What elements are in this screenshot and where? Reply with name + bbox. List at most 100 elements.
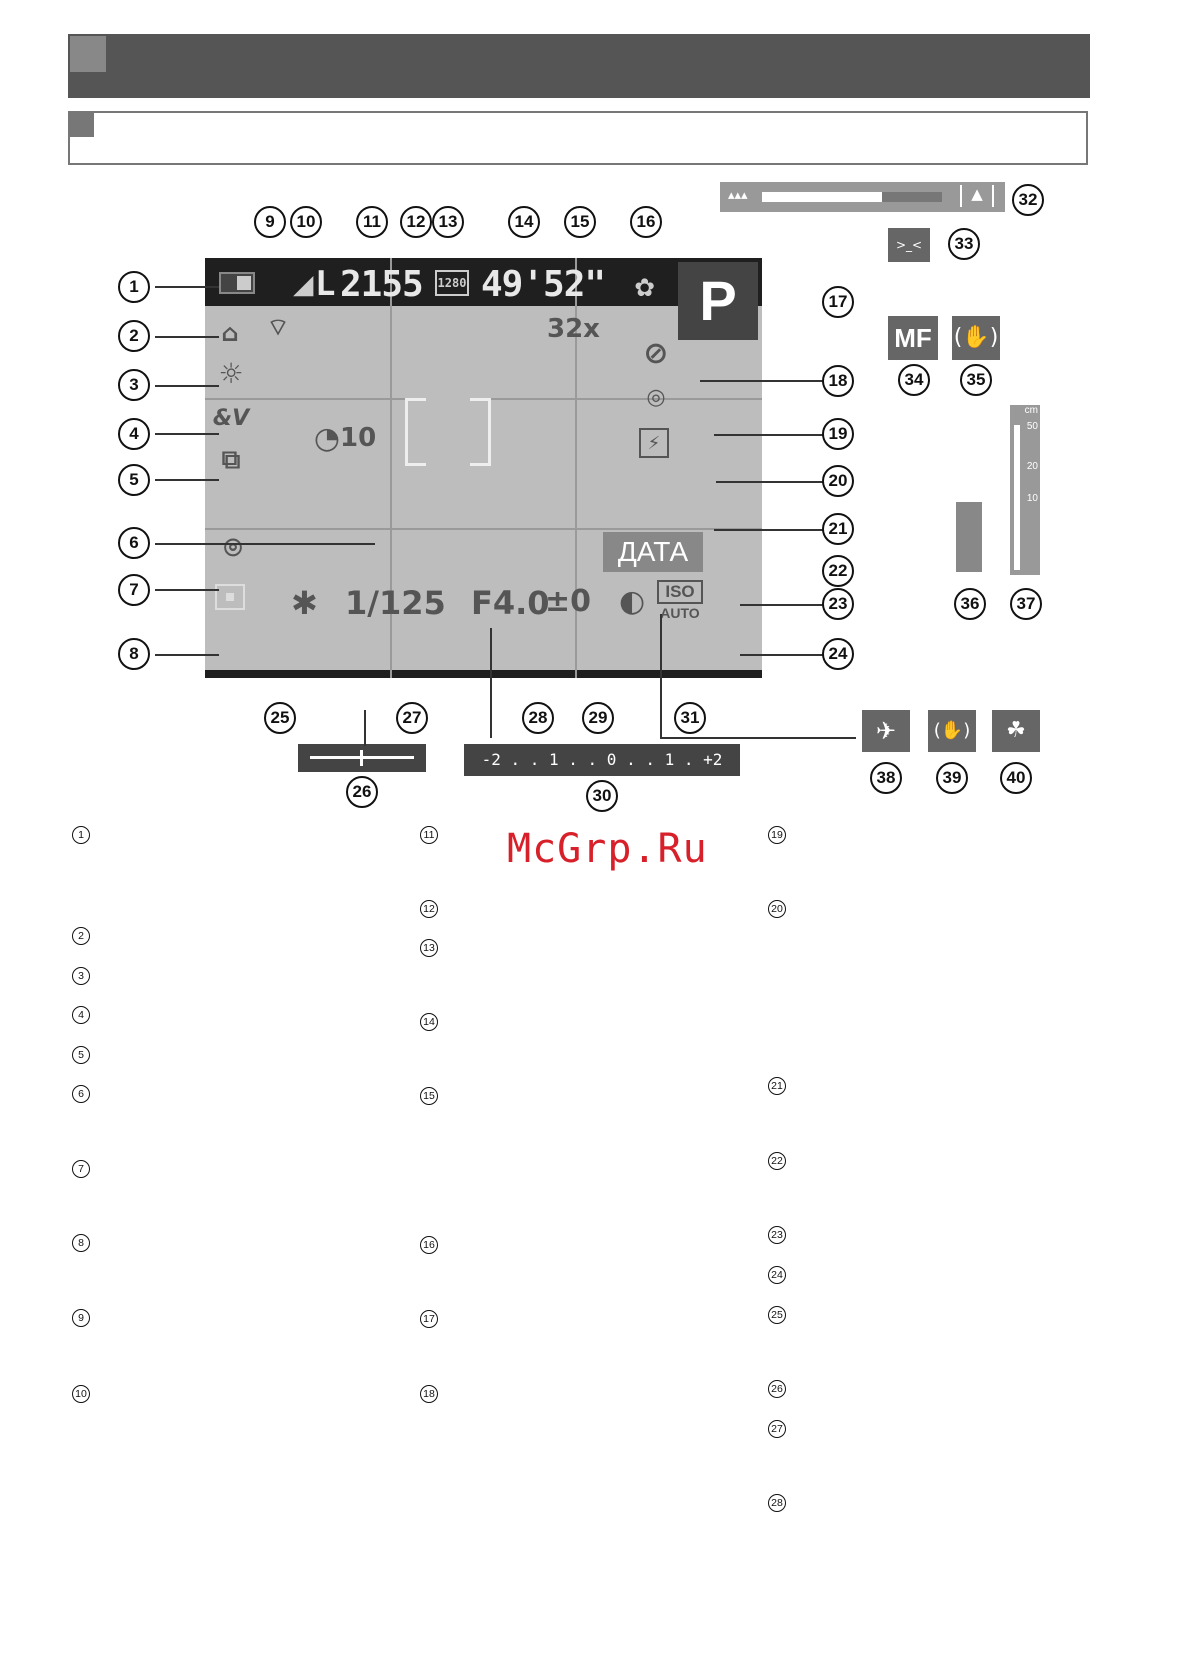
shooting-mode-icon: P [678,262,758,340]
callout-26: 26 [346,776,378,808]
callout-34: 34 [898,364,930,396]
grid-line [390,258,392,678]
callout-5: 5 [118,464,150,496]
battery-icon [219,272,255,294]
my-colors-icon: &V [212,405,250,431]
legend-marker: 2 [72,927,90,945]
callout-28: 28 [522,702,554,734]
legend-marker: 19 [768,826,786,844]
legend-marker: 15 [420,1087,438,1105]
aperture-value: F4.0 [471,584,550,622]
shutter-speed: 1/125 [345,584,446,622]
callout-2: 2 [118,320,150,352]
exposure-comp-value: ±0 [545,584,592,619]
callout-17: 17 [822,286,854,318]
zoom-bar-fill [762,192,882,202]
af-frame [405,397,491,467]
exposure-scale: -2 . . 1 . . 0 . . 1 . +2 [464,744,740,776]
zoom-bar: ▴▴▴ ▲ [720,182,1005,212]
callout-11: 11 [356,206,388,238]
image-stabilizer-icon: ◎ [646,384,666,410]
legend-marker: 6 [72,1085,90,1103]
legend-marker: 5 [72,1046,90,1064]
callout-32: 32 [1012,184,1044,216]
macro-icon: ✿ [635,266,654,304]
drive-mode-icon: ⧉ [221,444,241,475]
is-mode-icon: (✋) [952,316,1000,360]
legend-marker: 18 [420,1385,438,1403]
distance-tick: 10 [1026,493,1038,504]
distance-tick: 50 [1026,421,1038,432]
subsection-header-bar [68,111,1088,165]
watermark: McGrp.Ru [507,826,708,872]
flash-comp-icon: ⚡ [639,428,669,458]
callout-39: 39 [936,762,968,794]
legend-marker: 12 [420,900,438,918]
callout-21: 21 [822,513,854,545]
mf-icon: MF [888,316,938,360]
lcd-top-bar [205,258,762,306]
legend-marker: 27 [768,1420,786,1438]
ae-lock-icon: ✱ [291,584,318,622]
callout-30: 30 [586,780,618,812]
callout-19: 19 [822,418,854,450]
header-marker [70,36,106,72]
legend-marker: 24 [768,1266,786,1284]
callout-35: 35 [960,364,992,396]
callout-31: 31 [674,702,706,734]
callout-29: 29 [582,702,614,734]
callout-1: 1 [118,271,150,303]
ae-bracket-bar [298,744,426,772]
image-quality: L [315,264,336,304]
self-timer-icon: ◔10 [313,420,377,456]
home-camera-icon: ⌂ [221,319,239,347]
wifi-icon: ⌔ [266,313,290,341]
airplane-icon: ✈ [862,710,910,752]
callout-36: 36 [954,588,986,620]
distance-tick: 20 [1026,461,1038,472]
callout-16: 16 [630,206,662,238]
callout-8: 8 [118,638,150,670]
distance-unit: cm [1024,405,1038,416]
callout-40: 40 [1000,762,1032,794]
callout-6: 6 [118,527,150,559]
blink-detection-icon: >_< [888,228,930,262]
camera-lcd-display: ◢ L 2155 1280 49'52" ✿ P 32x ⌂ ⌔ ☼ &V ⧉ … [205,258,762,678]
legend-marker: 7 [72,1160,90,1178]
callout-27: 27 [396,702,428,734]
callout-7: 7 [118,574,150,606]
legend-marker: 20 [768,900,786,918]
callout-15: 15 [564,206,596,238]
legend-marker: 21 [768,1077,786,1095]
focus-distance-scale: cm 50 20 10 [1010,405,1040,575]
legend-marker: 11 [420,826,438,844]
callout-12: 12 [400,206,432,238]
i-contrast-icon: ◐ [619,584,646,619]
metering-icon [215,584,245,610]
zoom-factor: 32x [547,314,600,344]
iso-icon: ISO AUTO [657,580,703,622]
legend-marker: 22 [768,1152,786,1170]
movie-quality-icon: 1280 [435,270,469,296]
callout-24: 24 [822,638,854,670]
movie-time-remaining: 49'52" [481,264,606,305]
callout-9: 9 [254,206,286,238]
zoom-wide-icon: ▴▴▴ [728,188,748,203]
callout-20: 20 [822,465,854,497]
legend-marker: 25 [768,1306,786,1324]
callout-37: 37 [1010,588,1042,620]
callout-4: 4 [118,418,150,450]
callout-18: 18 [822,365,854,397]
grid-line [575,258,577,678]
callout-10: 10 [290,206,322,238]
callout-14: 14 [508,206,540,238]
subheader-marker [68,111,94,137]
callout-25: 25 [264,702,296,734]
camera-shake-icon: ⌾ [224,530,242,566]
callout-22: 22 [822,555,854,587]
callout-23: 23 [822,588,854,620]
zoom-tele-icon: ▲ [960,185,994,207]
legend-marker: 28 [768,1494,786,1512]
legend-marker: 13 [420,939,438,957]
date-stamp: ДАТА [603,532,703,572]
